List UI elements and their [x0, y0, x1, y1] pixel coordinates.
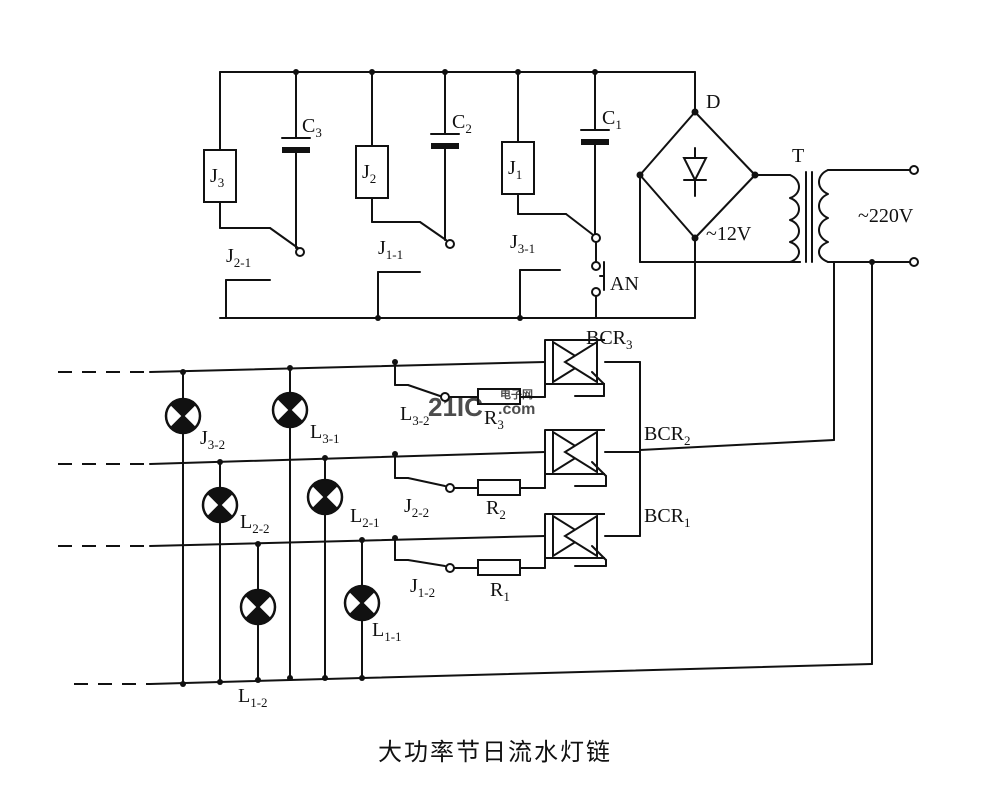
relay-j3-coil	[203, 149, 237, 203]
label-bcr1: BCR1	[644, 505, 691, 530]
label-an: AN	[610, 273, 639, 295]
label-j2-2: J2-2	[404, 495, 429, 520]
diagram-caption: 大功率节日流水灯链	[378, 739, 612, 766]
watermark-domain: .com	[498, 401, 535, 418]
label-220v: ~220V	[858, 205, 914, 227]
label-j1-2: J1-2	[410, 575, 435, 600]
lamp-l2-2-icon	[201, 486, 239, 524]
label-d: D	[706, 91, 720, 113]
label-bcr3: BCR3	[586, 327, 633, 352]
label-j3: J3	[210, 165, 224, 190]
label-l3-2: L3-2	[400, 403, 430, 428]
label-c1: C1	[602, 107, 622, 132]
lamp-l1-1-icon	[343, 584, 381, 622]
label-l2-1: L2-1	[350, 505, 380, 530]
label-r2: R2	[486, 497, 506, 522]
relay-j2-coil	[355, 145, 389, 199]
label-j1: J1	[508, 157, 522, 182]
label-r3: R3	[484, 407, 504, 432]
label-j1-1: J1-1	[378, 237, 403, 262]
lamp-l3-1-icon	[271, 391, 309, 429]
label-c3: C3	[302, 115, 322, 140]
label-l2-2: L2-2	[240, 511, 270, 536]
label-r1: R1	[490, 579, 510, 604]
label-12v: ~12V	[706, 223, 752, 245]
label-j3-2: J3-2	[200, 427, 225, 452]
label-bcr2: BCR2	[644, 423, 691, 448]
lamp-l2-1-icon	[306, 478, 344, 516]
watermark-cn: 电子网	[500, 387, 533, 401]
transformer-t	[789, 165, 919, 441]
bridge-rectifier-d	[636, 108, 801, 263]
label-l1-1: L1-1	[372, 619, 402, 644]
component-labels: C3 C2 C1 J3 J2 J1 J2-1 J1-1 J3-1 AN D T …	[200, 91, 914, 710]
label-t: T	[792, 145, 804, 167]
watermark: 21IC 电子网 .com	[428, 387, 535, 422]
watermark-brand: 21IC	[428, 392, 483, 422]
label-l1-2: L1-2	[238, 685, 268, 710]
control-circuit	[203, 69, 919, 441]
power-circuit	[58, 261, 873, 687]
label-j3-1: J3-1	[510, 231, 535, 256]
label-c2: C2	[452, 111, 472, 136]
label-l3-1: L3-1	[310, 421, 340, 446]
lamp-l1-2-icon	[239, 588, 277, 626]
label-j2: J2	[362, 161, 376, 186]
lamp-j3-2-icon	[164, 397, 202, 435]
label-j2-1: J2-1	[226, 245, 251, 270]
